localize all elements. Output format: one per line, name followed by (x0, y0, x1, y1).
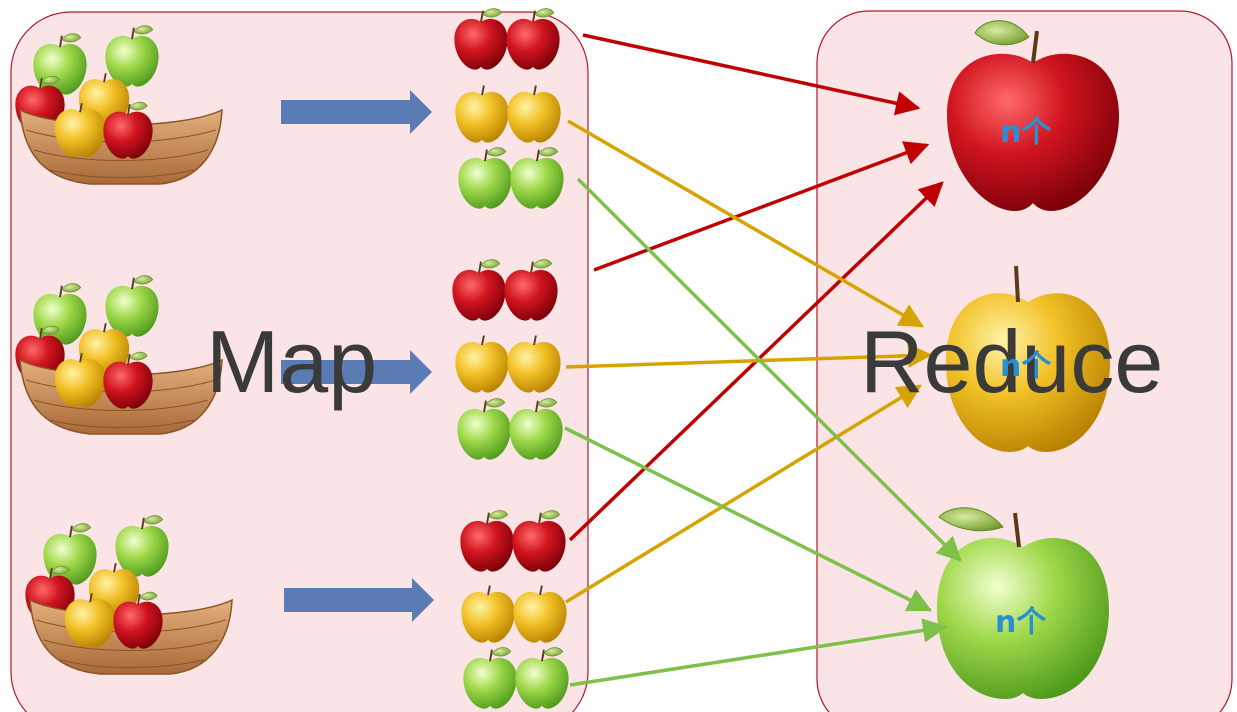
yellow-connector (565, 384, 923, 604)
map-arrow (284, 578, 434, 622)
yellow-connector (565, 343, 933, 369)
green-apple-icon (937, 507, 1109, 699)
red-apple-icon (947, 20, 1119, 211)
map-label: Map (206, 312, 378, 411)
red-connector (582, 33, 921, 116)
map-arrow (281, 350, 432, 394)
yellow-apple-icon (946, 265, 1110, 452)
map-arrow (281, 90, 432, 134)
green-connector (564, 426, 933, 612)
green-connector (576, 177, 962, 562)
yellow-count-label: n个 (1000, 349, 1052, 384)
green-connector (569, 618, 948, 687)
red-count-label: n个 (1000, 115, 1052, 150)
yellow-connector (567, 119, 925, 328)
reduce-label: Reduce (860, 312, 1164, 411)
shuffle-lines (564, 33, 962, 687)
green-count-label: n个 (995, 605, 1047, 640)
